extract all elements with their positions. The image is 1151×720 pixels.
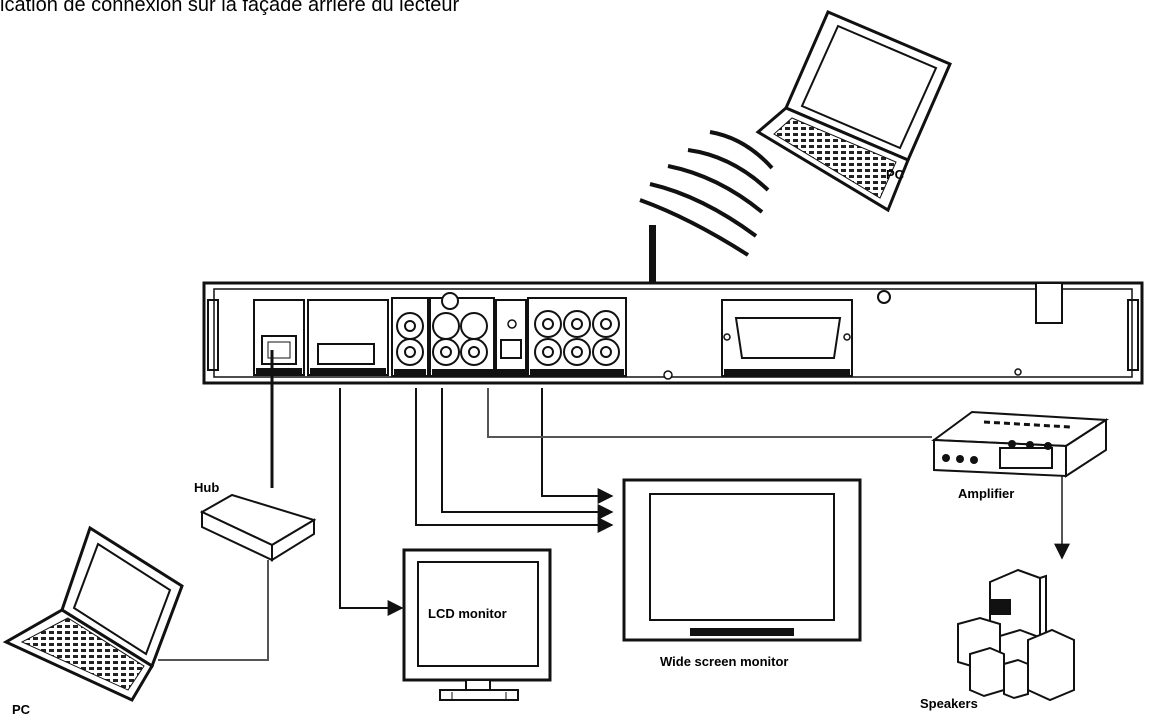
speakers-icon	[957, 568, 1075, 702]
wireless-signal-icon	[639, 130, 774, 257]
scart-port	[721, 299, 853, 377]
pc-wired-label: PC	[12, 702, 31, 717]
hub-label: Hub	[194, 480, 219, 495]
lan-port	[253, 299, 305, 376]
pc-wireless-label: PC	[886, 167, 905, 182]
amplifier-icon	[931, 410, 1110, 478]
amplifier-label: Amplifier	[958, 486, 1014, 501]
wide-screen-monitor-icon	[622, 478, 862, 642]
digital-audio-ports	[465, 299, 527, 377]
analog-audio-ports	[527, 297, 627, 377]
hub-icon	[199, 493, 317, 562]
wired-laptop-icon	[2, 525, 184, 702]
lcd-monitor-icon	[402, 548, 552, 701]
wide-screen-monitor-label: Wide screen monitor	[660, 654, 788, 669]
speakers-label: Speakers	[920, 696, 978, 711]
diagram-caption: ication de connexion sur la façade arriè…	[0, 0, 460, 16]
wireless-laptop-icon	[755, 10, 952, 213]
vga-port	[307, 299, 389, 376]
svideo-ports	[429, 292, 495, 377]
lcd-monitor-label: LCD monitor	[428, 606, 507, 621]
cables	[158, 350, 1070, 661]
composite-video-ports	[391, 297, 429, 377]
